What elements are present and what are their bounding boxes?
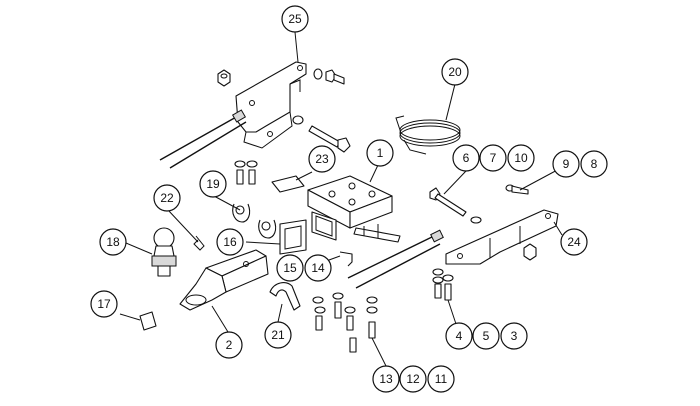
callout-9-label: 9 (563, 157, 570, 171)
callout-11-label: 11 (435, 372, 448, 386)
callout-18-label: 18 (106, 235, 120, 249)
part-21-handle (269, 282, 301, 311)
callout-23: 23 (308, 145, 336, 173)
callout-10-label: 10 (514, 151, 528, 165)
callout-18: 18 (99, 228, 127, 256)
leader-lines (119, 31, 563, 367)
callout-19: 19 (199, 170, 227, 198)
callout-12-label: 12 (406, 372, 420, 386)
callout-5: 5 (472, 322, 500, 350)
callout-1-label: 1 (377, 146, 384, 160)
callout-15-label: 15 (283, 261, 297, 275)
callout-20: 20 (441, 58, 469, 86)
part-bolts-right-group (432, 268, 454, 301)
part-washer-25 (292, 115, 304, 125)
callout-14-label: 14 (311, 261, 325, 275)
part-25-left-bracket (235, 61, 307, 149)
part-22-clip-pin (193, 235, 205, 251)
callout-8-label: 8 (591, 157, 598, 171)
callout-13: 13 (372, 365, 400, 393)
part-17-label (139, 311, 157, 331)
callout-21-label: 21 (271, 328, 285, 342)
part-washer-right (470, 216, 482, 224)
part-9-bolt (505, 184, 529, 195)
callout-21: 21 (264, 321, 292, 349)
callout-17-label: 17 (97, 297, 111, 311)
part-long-bolt-left (308, 125, 351, 153)
part-bolt-25 (313, 68, 345, 85)
callout-23-label: 23 (315, 152, 329, 166)
callout-16-label: 16 (223, 235, 237, 249)
callout-24: 24 (560, 228, 588, 256)
part-18-hitch-ball (151, 227, 177, 277)
callout-7: 7 (479, 144, 507, 172)
callout-7-label: 7 (490, 151, 497, 165)
callout-22: 22 (153, 184, 181, 212)
part-24-right-bracket (445, 209, 559, 265)
part-20-cable-coil (395, 115, 461, 155)
part-2-ball-mount (179, 249, 269, 311)
part-6-long-bolt (429, 187, 467, 217)
callout-4: 4 (445, 322, 473, 350)
callout-16: 16 (216, 228, 244, 256)
part-bolts-left-group (234, 160, 258, 185)
part-14-pin (339, 251, 353, 267)
callout-19-label: 19 (206, 177, 220, 191)
callout-2-label: 2 (226, 338, 233, 352)
part-wire-right (347, 229, 444, 289)
callout-5-label: 5 (483, 329, 490, 343)
callout-6-label: 6 (463, 151, 470, 165)
callout-20-label: 20 (448, 65, 462, 79)
callout-10: 10 (507, 144, 535, 172)
callout-13-label: 13 (379, 372, 393, 386)
callout-12: 12 (399, 365, 427, 393)
callout-22-label: 22 (160, 191, 174, 205)
callout-9: 9 (552, 150, 580, 178)
callout-1: 1 (366, 139, 394, 167)
callout-3-label: 3 (511, 329, 518, 343)
callout-14: 14 (304, 254, 332, 282)
callout-15: 15 (276, 254, 304, 282)
callout-3: 3 (500, 322, 528, 350)
callout-25: 25 (281, 5, 309, 33)
part-16-sleeve (279, 219, 307, 255)
part-fasteners-center (312, 292, 378, 353)
callout-8: 8 (580, 150, 608, 178)
callout-4-label: 4 (456, 329, 463, 343)
part-1-receiver (307, 175, 401, 243)
callout-11: 11 (427, 365, 455, 393)
part-nut-top-left (217, 69, 231, 87)
callout-25-label: 25 (288, 12, 302, 26)
part-nut-right (523, 243, 537, 261)
callout-24-label: 24 (567, 235, 581, 249)
callout-2: 2 (215, 331, 243, 359)
part-wire-left (159, 109, 247, 169)
callout-6: 6 (452, 144, 480, 172)
callout-17: 17 (90, 290, 118, 318)
